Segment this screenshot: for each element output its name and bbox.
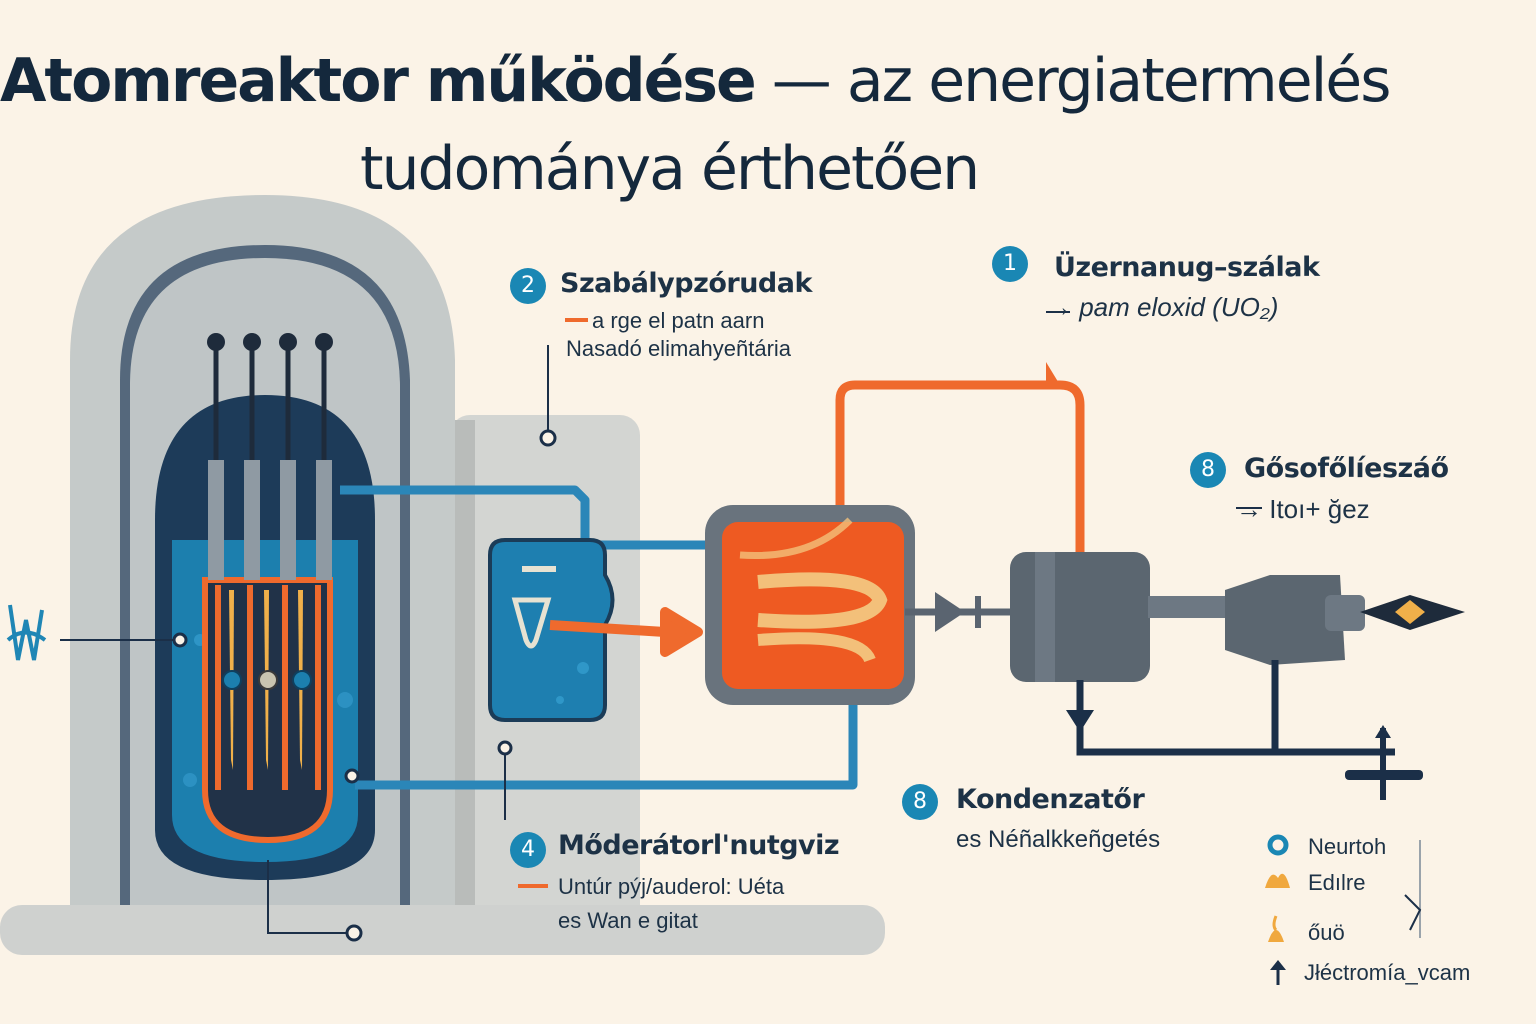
water-wave-icon	[6, 604, 47, 661]
title-rest-part: — az energiatermelés	[754, 46, 1392, 116]
legend-item-heat: Edılre	[1308, 870, 1366, 895]
fuel-rods	[215, 585, 321, 790]
heat-exchanger	[705, 505, 915, 705]
fuel-sub: → pam eloxid (UO₂)	[1046, 292, 1279, 322]
condenser-loop	[1076, 660, 1395, 756]
legend-item-electricity: Jłéctromía_vcam	[1304, 960, 1471, 985]
steam-generator-sub: → Itoı+ ğez	[1236, 494, 1370, 524]
steam-generator-heading: Gősofőlíeszáő	[1244, 453, 1449, 484]
control-rods-sub-2: Nasadó elimahyeñtária	[566, 336, 792, 361]
title-line-2: tudománya érthetően	[360, 134, 980, 204]
legend-item-neutron: Neurtoh	[1308, 834, 1387, 859]
control-rods	[207, 333, 333, 580]
fuel-heading: Üzernanug–szálak	[1054, 252, 1320, 283]
moderator-sub-2: es Wan e gitat	[558, 908, 698, 933]
heat-flow-arrow	[549, 607, 703, 657]
legend-icons	[1265, 834, 1422, 985]
leader-dots	[172, 429, 557, 942]
control-rods-number-badge: 2	[510, 268, 546, 304]
moderator-heading: Mőderátorl'nutgviz	[558, 830, 840, 861]
moderator-number-badge: 4	[510, 832, 546, 868]
fuel-number-badge: 1	[992, 246, 1028, 282]
primary-loop	[340, 485, 858, 790]
legend-item-water: őuö	[1308, 920, 1345, 945]
title-bold-part: Atomreaktor működése	[0, 46, 757, 116]
condenser-number-badge: 8	[902, 784, 938, 820]
moderator-sub-1: Untúr pýj/auderol: Uéta	[558, 874, 785, 899]
condenser-heading: Kondenzatőr	[956, 784, 1145, 815]
turbine-shaft	[905, 552, 1465, 682]
control-rods-heading: Szabálypzórudak	[560, 268, 812, 299]
steam-line	[835, 380, 1085, 560]
steam-generator-number-badge: 8	[1190, 452, 1226, 488]
control-rods-sub-1: a rge el patn aarn	[592, 308, 765, 333]
condenser-sub: es Néñalkkeñgetés	[956, 826, 1161, 853]
condenser-valve	[1345, 725, 1423, 800]
leader-lines	[60, 311, 1262, 934]
